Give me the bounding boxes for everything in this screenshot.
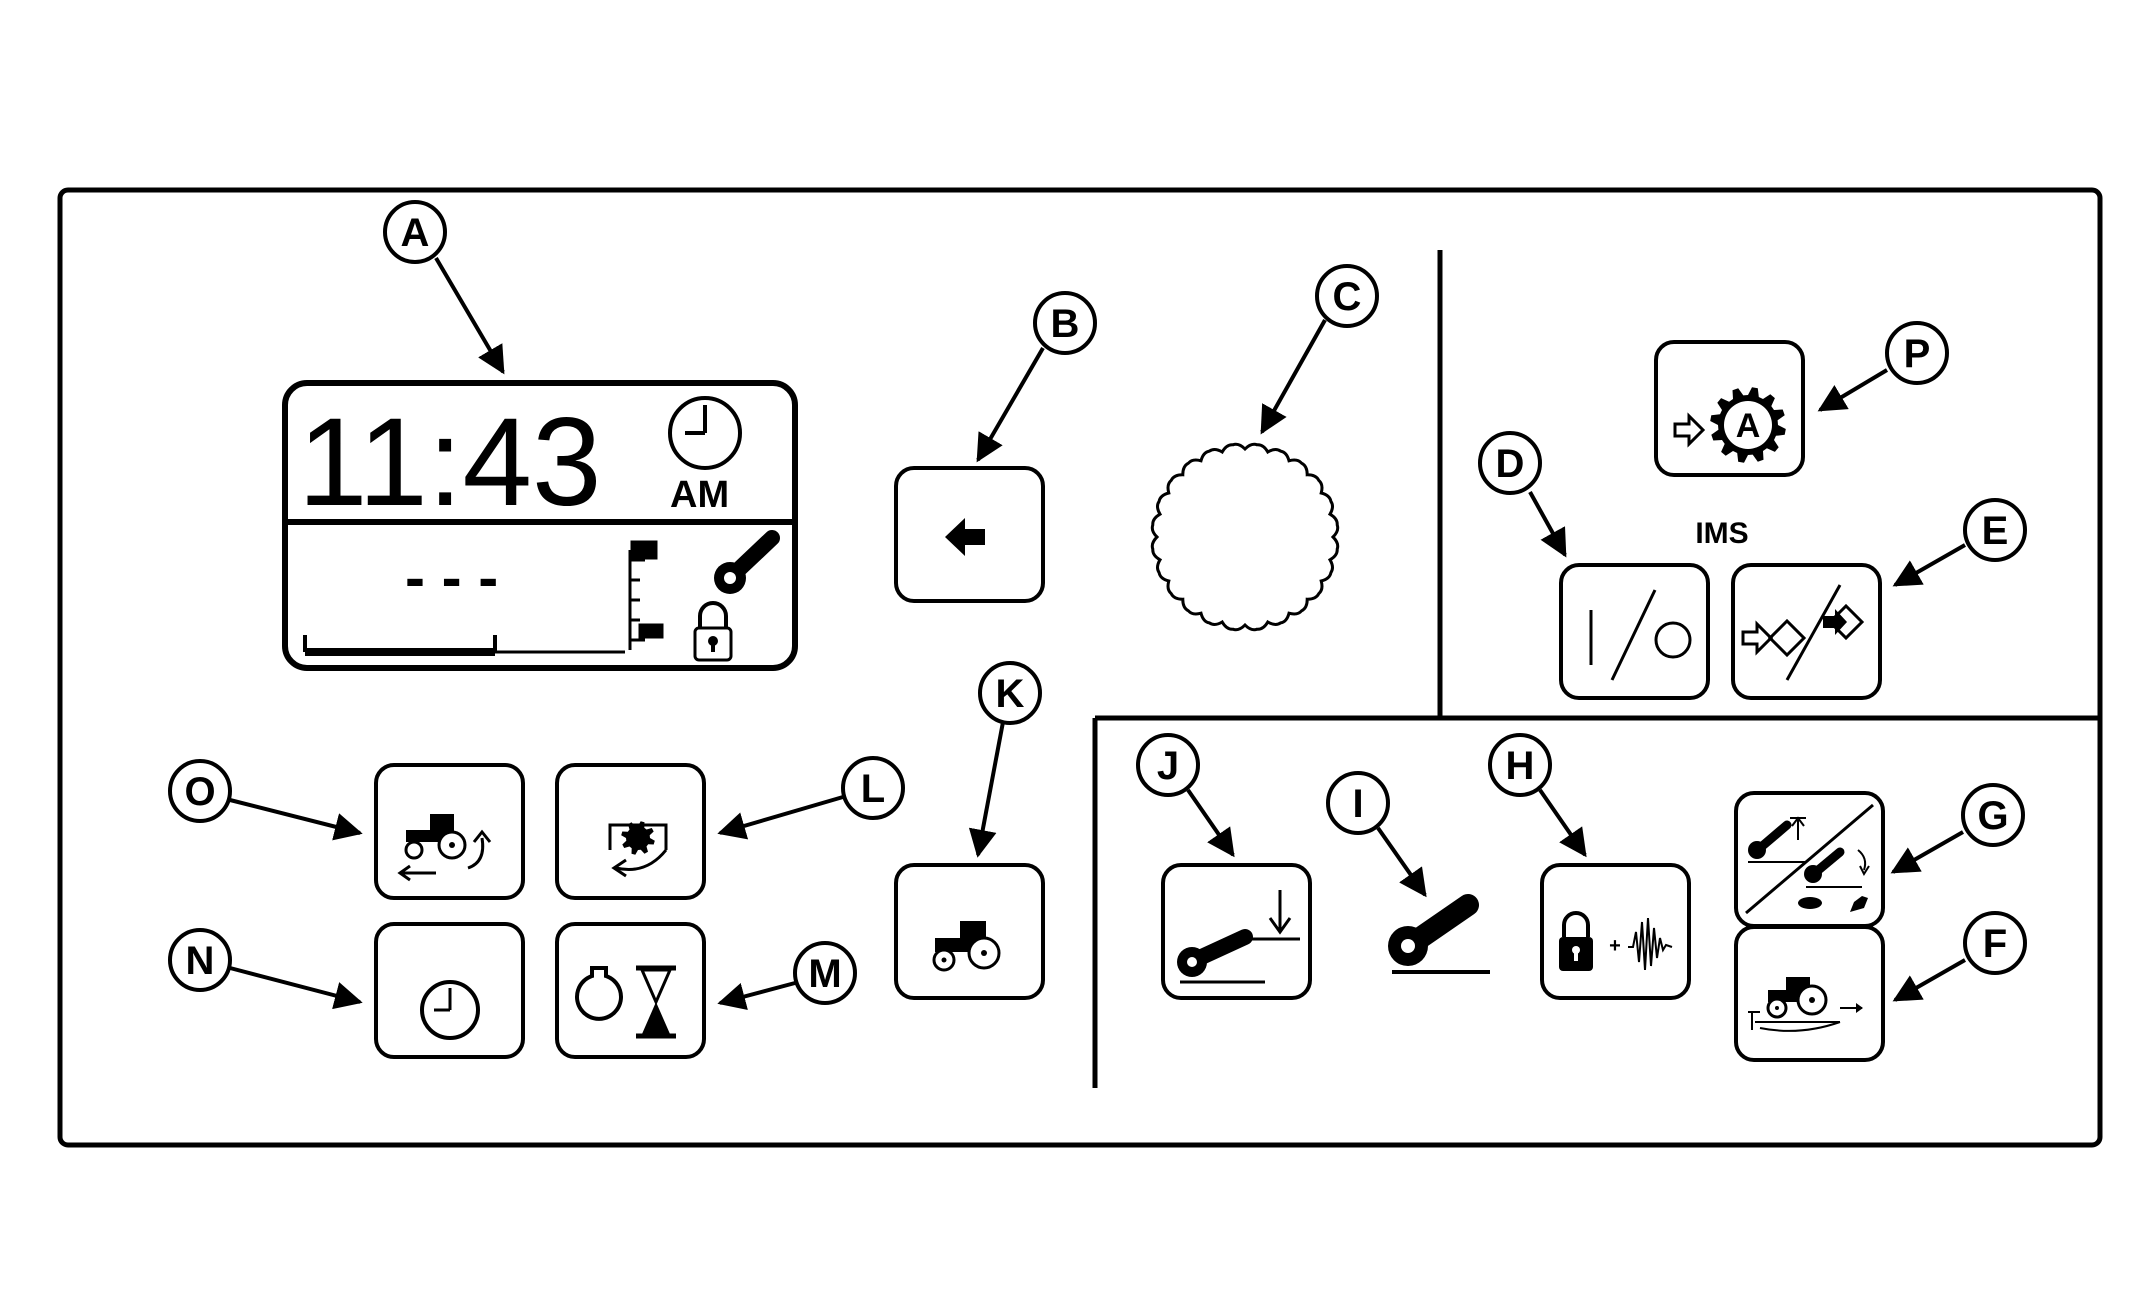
svg-text:B: B (1051, 302, 1080, 346)
timer-button[interactable] (374, 922, 525, 1059)
svg-text:A: A (401, 211, 430, 255)
tractor-load-icon (1748, 977, 1863, 1032)
padlock-icon (693, 601, 733, 662)
hitch-gauge (628, 540, 664, 650)
hitch-lower-icon (1177, 890, 1300, 984)
svg-text:G: G (1977, 794, 2008, 838)
pto-rotate-button[interactable] (555, 763, 706, 900)
tractor-load-button[interactable] (1734, 925, 1885, 1062)
svg-text:+: + (1609, 935, 1621, 957)
callout-o: O (168, 759, 363, 841)
callout-h: H (1488, 733, 1587, 858)
lock-vibration-button[interactable]: + (1540, 863, 1691, 1000)
panel-frame (57, 187, 2103, 1148)
svg-text:L: L (861, 767, 885, 811)
progress-bar (303, 635, 625, 656)
hitch-raise-speed-button[interactable] (1734, 791, 1885, 928)
ims-sequence-icon (1741, 584, 1865, 681)
svg-text:D: D (1496, 442, 1525, 486)
svg-text:C: C (1333, 275, 1362, 319)
callout-d: D (1478, 431, 1567, 558)
left-arrow-icon (945, 518, 985, 556)
tractor-icon (932, 921, 1001, 972)
auto-gear-button[interactable]: A (1654, 340, 1805, 477)
svg-text:H: H (1506, 744, 1535, 788)
callout-i: I (1326, 771, 1427, 898)
engine-hourglass-button[interactable] (555, 922, 706, 1059)
callout-m: M (717, 941, 857, 1011)
hitch-raise-speed-icon (1745, 803, 1874, 915)
callout-k: K (968, 661, 1042, 858)
lcd-display: 11:43 AM - - - (282, 380, 798, 671)
hitch-arm-icon (1388, 894, 1490, 974)
svg-text:I: I (1352, 782, 1363, 826)
clock-icon (668, 396, 742, 470)
ims-sequence-button[interactable] (1731, 563, 1882, 700)
svg-text:J: J (1157, 744, 1179, 788)
callout-l: L (717, 756, 905, 840)
ims-label: IMS (1695, 517, 1748, 550)
callout-b: B (976, 291, 1097, 463)
callout-p: P (1817, 321, 1949, 412)
svg-text:P: P (1904, 332, 1931, 376)
display-dashes: - - - (405, 544, 498, 611)
left-arrow-button[interactable] (894, 466, 1045, 603)
display-time: 11:43 (298, 393, 602, 532)
tractor-button[interactable] (894, 863, 1045, 1000)
callout-j: J (1136, 733, 1235, 858)
callout-e: E (1892, 498, 2027, 587)
tractor-reverse-button[interactable] (374, 763, 525, 900)
svg-text:N: N (186, 939, 215, 983)
callouts: A B C P D E (168, 200, 2027, 1011)
tractor-reverse-icon (397, 814, 492, 882)
hitch-lower-button[interactable] (1161, 863, 1312, 1000)
on-off-icon (1589, 589, 1692, 681)
hitch-arm-icon (714, 530, 780, 594)
svg-text:M: M (808, 952, 841, 996)
callout-a: A (383, 200, 505, 375)
rotary-knob[interactable] (1150, 442, 1340, 632)
pto-rotate-icon (608, 821, 668, 878)
auto-gear-icon: A (1673, 387, 1786, 463)
svg-text:E: E (1982, 509, 2009, 553)
svg-text:F: F (1983, 922, 2007, 966)
callout-f: F (1892, 911, 2027, 1002)
callout-n: N (168, 928, 363, 1010)
callout-c: C (1260, 264, 1379, 435)
callout-g: G (1890, 783, 2025, 874)
display-meridiem: AM (670, 474, 729, 516)
svg-text:K: K (996, 672, 1025, 716)
lock-vibration-icon: + (1559, 911, 1673, 971)
timer-icon (420, 980, 480, 1040)
svg-text:A: A (1736, 407, 1761, 445)
ims-on-off-button[interactable] (1559, 563, 1710, 700)
svg-text:O: O (184, 770, 215, 814)
engine-hourglass-icon (575, 965, 676, 1039)
